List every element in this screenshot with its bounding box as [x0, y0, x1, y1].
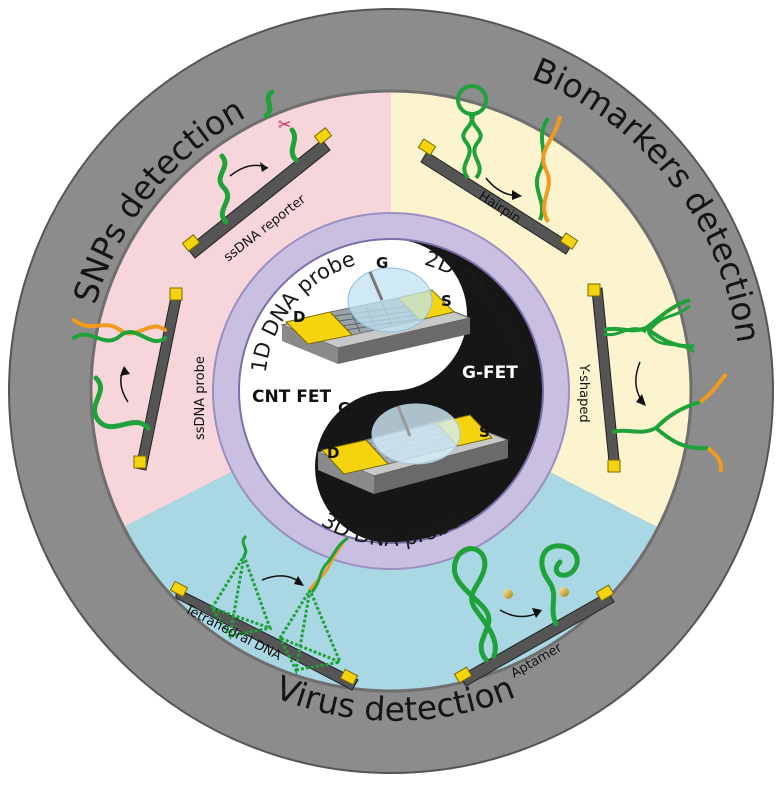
- tetra-left-tail: [241, 534, 248, 557]
- cnt-droplet: [347, 267, 433, 333]
- aptamer-bound: [539, 543, 580, 627]
- tetra-right-frame: [277, 586, 343, 675]
- yshape-electrode-top: [587, 283, 601, 297]
- cnt-gate-label: G: [376, 254, 388, 272]
- yshape-electrode-bottom: [607, 459, 621, 473]
- aptamer-electrode-right: [595, 584, 615, 602]
- snps-sector: [91, 91, 391, 600]
- hairpin-electrode-right: [559, 232, 579, 250]
- cnt-source-label: S: [441, 292, 452, 310]
- tetra-arrowhead: [294, 576, 304, 586]
- aptamer-arrowhead: [532, 608, 542, 618]
- target-strand-green: [72, 330, 167, 343]
- scissors-icon: ✂: [278, 115, 291, 134]
- reporter-substrate: [186, 139, 331, 259]
- aptamer-substrate: [459, 591, 615, 687]
- y-shaped-label: Y-shaped: [576, 363, 591, 423]
- cnt-fet-label: CNT FET: [252, 387, 331, 407]
- yshape-bottom-strands: [611, 400, 709, 451]
- hairpin-electrode-left: [417, 138, 437, 156]
- tetra-electrode-right: [339, 668, 359, 686]
- ssdna-probe-label: ssDNA probe: [193, 356, 208, 440]
- reporter-strand-cut: [289, 127, 299, 163]
- probe-electrode-bottom: [133, 455, 147, 469]
- aptamer-electrode-left: [453, 666, 473, 684]
- yshape-target-bottom: [706, 446, 724, 473]
- reporter-electrode-right: [313, 127, 333, 145]
- hairpin-arrowhead: [512, 190, 522, 200]
- opened-strand-green: [534, 116, 550, 221]
- y-shaped-panel: Y-shaped: [576, 283, 728, 473]
- reporter-strand-before: [217, 153, 231, 225]
- cnt-substrate-left: [282, 325, 338, 364]
- hairpin-stem-b: [470, 112, 483, 180]
- virus-sector: [91, 391, 691, 691]
- gfet-gate-probe: [396, 405, 412, 437]
- cnt-substrate-front: [338, 318, 470, 364]
- aptamer-unbound: [451, 546, 498, 663]
- opened-strand-orange: [541, 115, 562, 223]
- g-fet-label: G-FET: [462, 363, 518, 383]
- reporter-arrowhead: [260, 162, 268, 172]
- cnt-drain-electrode: [285, 311, 353, 345]
- yshape-target-top: [698, 372, 728, 404]
- target-strand-orange: [72, 318, 167, 336]
- cnt-fet-device: G D S: [280, 254, 472, 364]
- gfet-drain-electrode: [321, 439, 389, 475]
- probe-electrode-top: [169, 287, 183, 301]
- g-fet-device: G D S: [316, 399, 510, 494]
- ssdna-probe-panel: ssDNA probe: [72, 287, 208, 471]
- inner-disc-border: [89, 89, 693, 693]
- gfet-source-label: S: [479, 423, 490, 441]
- yshape-top-helix: [603, 304, 695, 354]
- hairpin-loop: [456, 84, 488, 116]
- hairpin-substrate: [420, 151, 573, 255]
- probe-strand: [92, 375, 151, 431]
- yshape-arrowhead: [636, 394, 646, 406]
- tetra-electrode-left: [169, 580, 189, 598]
- hairpin-stem-a: [461, 112, 474, 180]
- core-border: [238, 238, 544, 544]
- gfet-substrate-front: [374, 440, 508, 494]
- gfet-gate-label: G: [338, 399, 350, 417]
- tetra-target-green: [310, 536, 349, 593]
- cnt-drain-label: D: [293, 308, 305, 326]
- reporter-fragment: [263, 89, 275, 119]
- target-molecule-2: [559, 587, 569, 597]
- tetra-left-frame: [209, 552, 273, 641]
- gfet-droplet: [371, 403, 461, 465]
- target-molecule-1: [503, 589, 513, 599]
- reporter-electrode-left: [181, 234, 201, 252]
- cnt-gate-probe: [368, 271, 384, 301]
- probe-arrowhead: [120, 366, 130, 376]
- gfet-drain-label: D: [327, 444, 339, 462]
